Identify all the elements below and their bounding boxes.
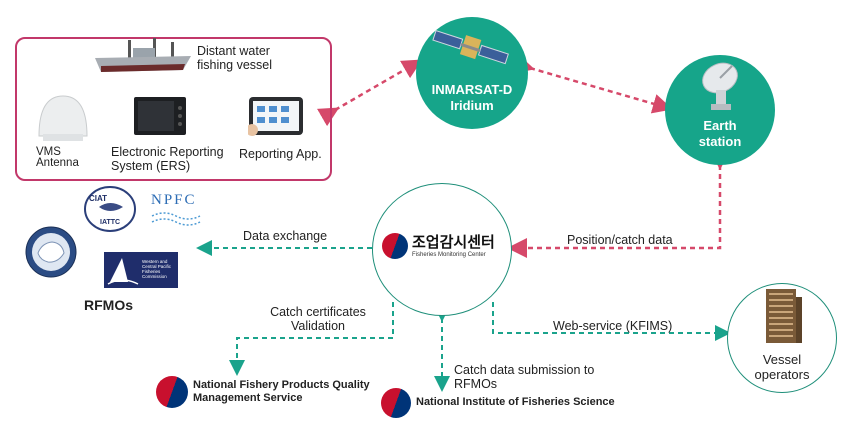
- nifs-label: National Institute of Fisheries Science: [416, 396, 615, 408]
- wcpfc-wave-icon: [107, 258, 139, 285]
- satellite-label-line2: Iridium: [450, 98, 494, 113]
- vms-antenna-icon: [38, 95, 88, 141]
- link-vessel-satellite: [317, 59, 423, 127]
- wcpfc-line3: Fisheries: [142, 269, 161, 274]
- ccamlr-logo-icon: [25, 226, 77, 278]
- center-korean-name: 조업감시센터: [412, 233, 495, 251]
- reporting-app-icon: [248, 97, 303, 136]
- fishing-vessel-icon: [95, 38, 191, 72]
- vessel-label-line1: Distant water: [197, 44, 270, 58]
- edge-label-catch-cert-line2: Validation: [291, 319, 345, 333]
- edge-label-position-catch: Position/catch data: [567, 233, 673, 247]
- iattc-line1: CIAT: [89, 194, 108, 203]
- vms-label-line2: Antenna: [36, 157, 79, 169]
- nfqs-label-line2: Management Service: [193, 392, 303, 404]
- vessel-label-line2: fishing vessel: [197, 58, 273, 72]
- satellite-icon: [432, 29, 509, 65]
- ers-label-line2: System (ERS): [111, 159, 191, 173]
- korea-emblem-icon: [382, 233, 408, 259]
- rfmos-label: RFMOs: [84, 297, 133, 313]
- vessel-operators-line1: Vessel: [762, 352, 802, 367]
- vessel-operators-line2: operators: [754, 367, 810, 382]
- link-satellite-earth: [512, 54, 673, 114]
- ers-label-line1: Electronic Reporting: [111, 145, 224, 159]
- npfc-logo-text: NPFC: [151, 192, 197, 208]
- center-english-name: Fisheries Monitoring Center: [412, 252, 486, 258]
- satellite-label-line1: INMARSAT-D: [431, 82, 513, 97]
- vessel-equipment-box: [15, 37, 332, 181]
- wcpfc-line2: Central Pacific: [142, 264, 172, 269]
- edge-label-data-exchange: Data exchange: [243, 229, 328, 243]
- vms-label-line1: VMS: [36, 146, 61, 158]
- nifs-emblem-icon: [381, 388, 411, 418]
- nfqs-label-line1: National Fishery Products Quality: [193, 379, 370, 391]
- office-building-icon: [766, 289, 802, 343]
- earth-station-label-line1: Earth: [703, 118, 737, 133]
- iattc-logo-icon: [84, 186, 136, 232]
- edge-label-catch-submit-line1: Catch data submission to: [454, 363, 595, 377]
- iattc-line2: IATTC: [100, 219, 121, 226]
- app-label: Reporting App.: [239, 147, 322, 161]
- link-center-operators: [492, 302, 731, 341]
- wcpfc-line1: Western and: [142, 259, 168, 264]
- edge-label-web-service: Web-service (KFIMS): [553, 319, 673, 333]
- wcpfc-line4: Commission: [142, 274, 167, 279]
- satellite-dish-icon: [702, 62, 738, 110]
- nfqs-emblem-icon: [156, 376, 188, 408]
- link-earth-center: [507, 150, 730, 258]
- link-center-nfqs: [229, 302, 394, 376]
- npfc-wave-icon: [151, 212, 201, 226]
- earth-station-label-line2: station: [698, 134, 742, 149]
- edge-label-catch-cert-line1: Catch certificates: [270, 305, 366, 319]
- edge-label-catch-submit-line2: RFMOs: [454, 377, 498, 391]
- ers-screen-icon: [134, 97, 186, 135]
